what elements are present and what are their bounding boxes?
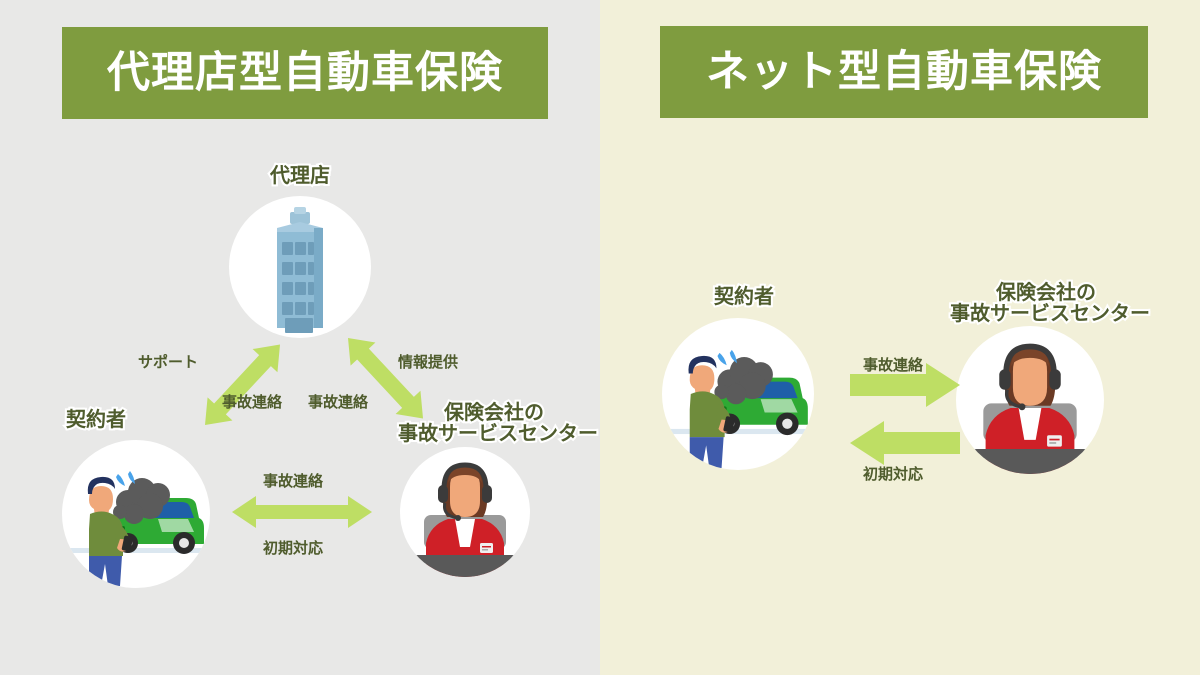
arrow-label-information-provision: 情報提供 [398, 354, 459, 371]
header-bar-agency-type: 代理店型自動車保険 [62, 27, 548, 119]
arrow-center-to-policyholder [850, 421, 960, 465]
arrow-label-accident-report-right-panel: 事故連絡 [863, 357, 924, 374]
header-title-online-type: ネット型自動車保険 [706, 47, 1102, 96]
circle-service-center-right [956, 326, 1104, 474]
arrow-policyholder-agency [199, 344, 281, 425]
arrow-label-accident-report-right: 事故連絡 [308, 394, 369, 411]
arrow-label-initial-response-left: 初期対応 [263, 540, 324, 557]
arrow-policyholder-to-center [850, 363, 960, 407]
arrow-policyholder-service-center [232, 496, 372, 528]
person-with-broken-car-icon [62, 471, 210, 586]
arrow-label-accident-report-bottom: 事故連絡 [263, 473, 324, 490]
person-with-broken-car-icon [662, 349, 814, 468]
arrow-label-initial-response-right-panel: 初期対応 [863, 466, 924, 483]
label-service-center-right: 保険会社の 事故サービスセンター [948, 281, 1152, 327]
label-service-center-left: 保険会社の 事故サービスセンター [396, 401, 600, 447]
header-bar-online-type: ネット型自動車保険 [660, 26, 1148, 118]
panel-online-type: ネット型自動車保険 契約者 [600, 0, 1200, 675]
circle-policyholder-right [662, 318, 814, 470]
arrow-label-support: サポート [138, 354, 199, 371]
office-building-icon [277, 207, 323, 333]
header-title-agency-type: 代理店型自動車保険 [107, 48, 503, 97]
label-policyholder-left: 契約者 [64, 408, 128, 433]
arrows-agency-type [199, 332, 424, 528]
call-center-operator-icon [971, 343, 1089, 474]
arrow-agency-service-center [348, 332, 424, 419]
arrows-online-type [850, 363, 960, 465]
circle-service-center-left [400, 447, 530, 577]
call-center-operator-icon [414, 462, 516, 577]
panel-agency-type: 代理店型自動車保険 代理店 [62, 27, 600, 588]
circle-policyholder-left [62, 440, 210, 588]
label-policyholder-right: 契約者 [712, 285, 776, 310]
arrow-label-accident-report-left: 事故連絡 [222, 394, 283, 411]
label-agency: 代理店 [268, 164, 332, 189]
circle-agency [229, 196, 371, 338]
